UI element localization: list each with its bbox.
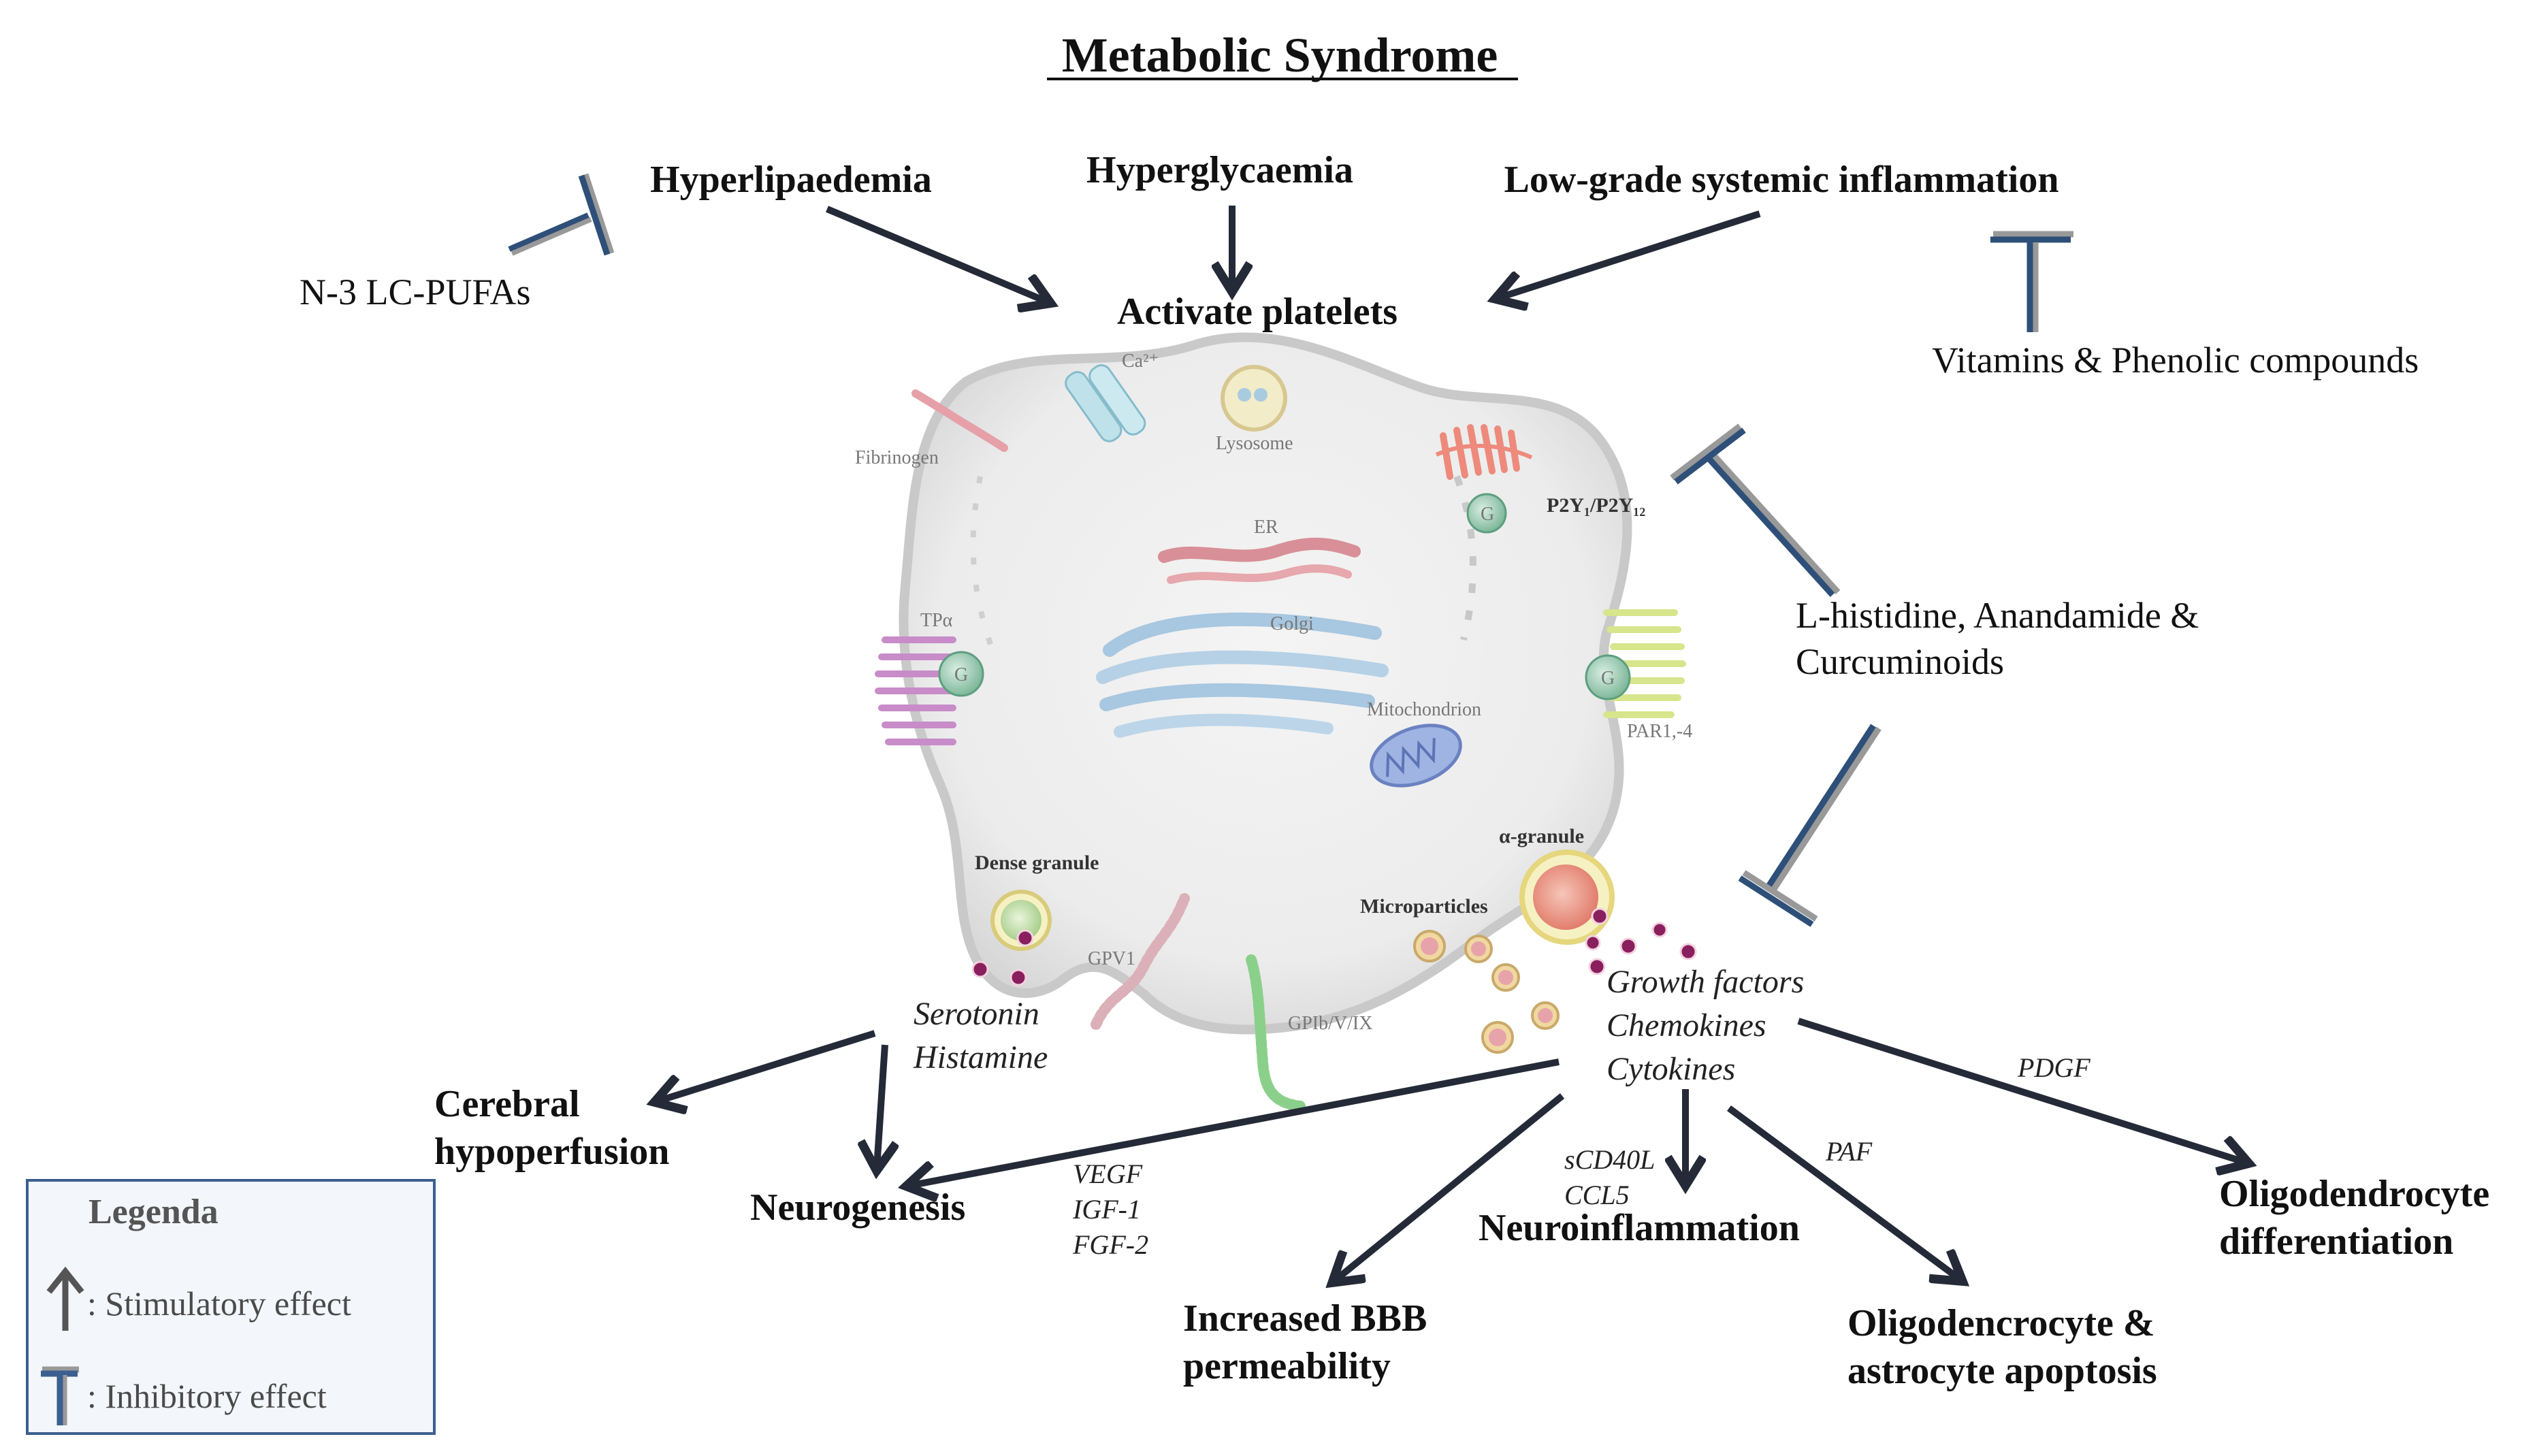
- microparticles-icon: [1413, 930, 1560, 1054]
- label-fgf-2: FGF-2: [1072, 1229, 1148, 1260]
- outcome-bbb-line1: Increased BBB: [1183, 1297, 1427, 1340]
- inhibitor-vitamins-phenolic: Vitamins & Phenolic compounds: [1932, 340, 2419, 381]
- fibrinogen-label: Fibrinogen: [855, 447, 939, 468]
- arrow-cytokines-to-apoptosis: [1727, 1105, 1960, 1280]
- dense-granule-label: Dense granule: [975, 852, 1099, 874]
- mediator-chemokines: Chemokines: [1606, 1007, 1766, 1044]
- alpha-granule-label: α-granule: [1499, 825, 1584, 847]
- arrow-inflammation-to-platelets: [1498, 210, 1761, 298]
- legend-box: Legenda : Stimulatory effect : Inhibitor…: [26, 1179, 436, 1435]
- released-granule-dots: [971, 907, 1697, 986]
- par-receptor-icon: [1585, 609, 1686, 718]
- lysosome-label: Lysosome: [1216, 433, 1293, 454]
- golgi-apparatus-icon: [1096, 612, 1389, 738]
- cause-hyperlipaedemia: Hyperlipaedemia: [650, 159, 932, 201]
- inhibitor-n3-lc-pufas: N-3 LC-PUFAs: [300, 272, 531, 312]
- tpa-label: TPα: [920, 610, 953, 631]
- ca-label: Ca²⁺: [1122, 351, 1159, 372]
- outcome-cerebral-line1: Cerebral: [434, 1083, 580, 1125]
- legend-title: Legenda: [88, 1193, 219, 1231]
- outcome-bbb-line2: permeability: [1183, 1345, 1391, 1387]
- mediator-serotonin: Serotonin: [914, 996, 1039, 1032]
- golgi-label: Golgi: [1270, 613, 1314, 634]
- fibrinogen-icon: [911, 389, 1008, 452]
- inhibitor-symbol-n3: [508, 173, 615, 256]
- mediator-growth-factors: Growth factors: [1606, 964, 1804, 1000]
- endoplasmic-reticulum-icon: [1158, 537, 1361, 584]
- arrow-cytokines-to-neurogenesis: [909, 1058, 1560, 1186]
- gpib-label: GPIb/V/IX: [1288, 1013, 1372, 1034]
- label-pdgf: PDGF: [2017, 1052, 2090, 1083]
- mitochondrion-label: Mitochondrion: [1367, 699, 1481, 720]
- dense-granule-icon: [990, 890, 1052, 951]
- legend-stimulatory-text: : Stimulatory effect: [87, 1284, 351, 1323]
- label-igf-1: IGF-1: [1072, 1194, 1141, 1225]
- activated-platelet-cell: [899, 332, 1632, 1035]
- mediator-cytokines: Cytokines: [1606, 1051, 1735, 1087]
- arrow-serotonin-to-cerebral-hypoperfusion: [657, 1030, 876, 1101]
- diagram-title: Metabolic Syndrome: [1062, 28, 1498, 82]
- mediator-histamine: Histamine: [913, 1039, 1048, 1075]
- tpa-g-protein-label: G: [954, 664, 968, 685]
- cause-hyperglycaemia: Hyperglycaemia: [1086, 149, 1353, 191]
- gpib-receptor-icon: [1246, 954, 1306, 1112]
- mitochondrion-icon: [1370, 724, 1462, 788]
- label-vegf: VEGF: [1073, 1159, 1143, 1189]
- arrow-serotonin-to-neurogenesis: [877, 1044, 885, 1168]
- p2y-label: P2Y₁/P2Y₁₂: [1547, 494, 1645, 517]
- outcome-apoptosis-line2: astrocyte apoptosis: [1847, 1350, 2157, 1392]
- inhibitor-curcuminoids-line2: Curcuminoids: [1796, 641, 2004, 682]
- gpv1-label: GPV1: [1088, 948, 1135, 969]
- inhibitor-l-histidine-line1: L-histidine, Anandamide &: [1796, 595, 2199, 636]
- lysosome-icon: [1221, 365, 1287, 432]
- legend-inhibitory-symbol-icon: [41, 1366, 79, 1425]
- legend-inhibitory-text: : Inhibitory effect: [87, 1377, 327, 1415]
- microparticles-label: Microparticles: [1360, 895, 1488, 918]
- cause-low-grade-inflammation: Low-grade systemic inflammation: [1504, 159, 2058, 201]
- activate-platelets-label: Activate platelets: [1117, 291, 1398, 333]
- par-g-protein-label: G: [1601, 668, 1615, 689]
- outcome-neurogenesis: Neurogenesis: [750, 1186, 965, 1229]
- outcome-apoptosis-line1: Oligodencrocyte &: [1847, 1302, 2155, 1344]
- arrow-cytokines-to-bbb-permeability: [1334, 1093, 1565, 1281]
- alpha-granule-icon: [1519, 850, 1615, 945]
- label-ccl5: CCL5: [1564, 1180, 1630, 1210]
- label-scd40l: sCD40L: [1564, 1144, 1655, 1175]
- inhibitor-symbol-vitamins: [1990, 231, 2073, 332]
- outcome-cerebral-line2: hypoperfusion: [434, 1131, 669, 1173]
- inhibitor-symbol-histidine-upper: [1670, 423, 1841, 598]
- er-label: ER: [1254, 517, 1278, 538]
- calcium-channel-icon: [1065, 364, 1146, 442]
- outcome-neuroinflammation: Neuroinflammation: [1479, 1207, 1800, 1249]
- outcome-differentiation-line1: Oligodendrocyte: [2219, 1173, 2489, 1215]
- gpv1-receptor-icon: [1091, 893, 1190, 1030]
- outcome-differentiation-line2: differentiation: [2219, 1220, 2453, 1263]
- p2y-g-protein-label: G: [1481, 504, 1494, 525]
- inhibitor-symbol-histidine-lower: [1738, 724, 1882, 927]
- arrow-hyperlipaedemia-to-platelets: [826, 206, 1048, 302]
- arrow-growth-factors-to-differentiation: [1797, 1018, 2246, 1163]
- tpa-receptor-icon: [875, 636, 984, 745]
- legend-stimulatory-arrow-icon: [46, 1266, 84, 1331]
- par-label: PAR1,-4: [1627, 721, 1692, 742]
- p2y-receptor-icon: [1435, 424, 1533, 534]
- label-paf: PAF: [1825, 1136, 1873, 1167]
